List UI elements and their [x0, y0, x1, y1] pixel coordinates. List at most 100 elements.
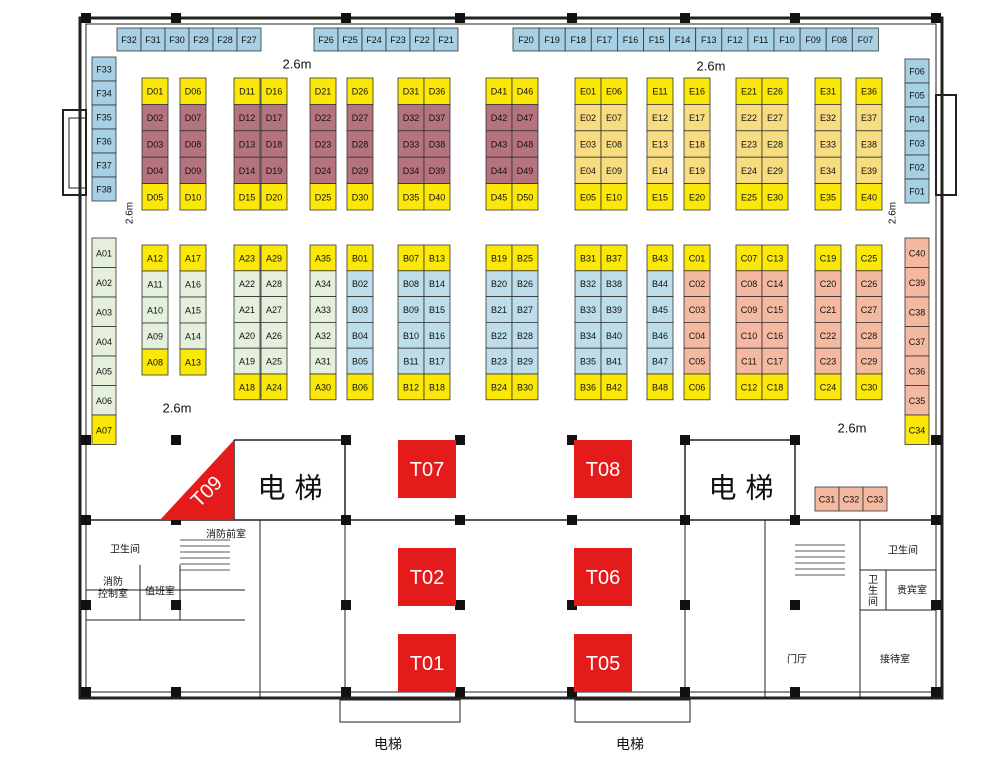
booth-c24[interactable]: C24 — [814, 373, 842, 401]
booth-a10[interactable]: A10 — [141, 296, 169, 324]
booth-c34[interactable]: C34 — [904, 414, 930, 445]
booth-c08[interactable]: C08 — [735, 270, 763, 297]
booth-b40[interactable]: B40 — [600, 321, 628, 349]
booth-c19[interactable]: C19 — [814, 244, 842, 272]
booth-c03[interactable]: C03 — [683, 296, 711, 323]
booth-a25[interactable]: A25 — [260, 347, 288, 375]
booth-b05[interactable]: B05 — [346, 347, 374, 375]
booth-f01[interactable]: F01 — [904, 178, 930, 204]
booth-d09[interactable]: D09 — [179, 156, 207, 184]
booth-f22[interactable]: F22 — [409, 27, 435, 52]
booth-b32[interactable]: B32 — [574, 270, 602, 297]
booth-c21[interactable]: C21 — [814, 296, 842, 323]
booth-f18[interactable]: F18 — [564, 27, 592, 52]
booth-f38[interactable]: F38 — [91, 176, 117, 202]
booth-e23[interactable]: E23 — [735, 130, 763, 158]
booth-a20[interactable]: A20 — [233, 321, 261, 349]
booth-b14[interactable]: B14 — [423, 270, 451, 297]
booth-a13[interactable]: A13 — [179, 348, 207, 376]
booth-e19[interactable]: E19 — [683, 156, 711, 184]
booth-b44[interactable]: B44 — [646, 270, 674, 297]
booth-c31[interactable]: C31 — [814, 486, 840, 512]
booth-e32[interactable]: E32 — [814, 104, 842, 132]
booth-d48[interactable]: D48 — [511, 130, 539, 158]
booth-e12[interactable]: E12 — [646, 104, 674, 132]
booth-c11[interactable]: C11 — [735, 347, 763, 375]
booth-f33[interactable]: F33 — [91, 56, 117, 82]
booth-e36[interactable]: E36 — [855, 77, 883, 105]
booth-d16[interactable]: D16 — [260, 77, 288, 105]
booth-d32[interactable]: D32 — [397, 104, 425, 132]
stand-t01[interactable]: T01 — [398, 634, 456, 692]
booth-c39[interactable]: C39 — [904, 267, 930, 298]
booth-b27[interactable]: B27 — [511, 296, 539, 323]
booth-d25[interactable]: D25 — [309, 183, 337, 211]
stand-t08[interactable]: T08 — [574, 440, 632, 498]
booth-d47[interactable]: D47 — [511, 104, 539, 132]
booth-b43[interactable]: B43 — [646, 244, 674, 272]
booth-f06[interactable]: F06 — [904, 58, 930, 84]
booth-f07[interactable]: F07 — [851, 27, 879, 52]
booth-b28[interactable]: B28 — [511, 321, 539, 349]
booth-d28[interactable]: D28 — [346, 130, 374, 158]
booth-f04[interactable]: F04 — [904, 106, 930, 132]
booth-f13[interactable]: F13 — [695, 27, 723, 52]
booth-e34[interactable]: E34 — [814, 156, 842, 184]
booth-a31[interactable]: A31 — [309, 347, 337, 375]
booth-a08[interactable]: A08 — [141, 348, 169, 376]
booth-c40[interactable]: C40 — [904, 237, 930, 268]
booth-a11[interactable]: A11 — [141, 270, 169, 298]
booth-c10[interactable]: C10 — [735, 321, 763, 349]
booth-b46[interactable]: B46 — [646, 321, 674, 349]
booth-b04[interactable]: B04 — [346, 321, 374, 349]
booth-d18[interactable]: D18 — [260, 130, 288, 158]
booth-d34[interactable]: D34 — [397, 156, 425, 184]
booth-c15[interactable]: C15 — [761, 296, 789, 323]
booth-d15[interactable]: D15 — [233, 183, 261, 211]
booth-d45[interactable]: D45 — [485, 183, 513, 211]
booth-f28[interactable]: F28 — [212, 27, 238, 52]
stand-t06[interactable]: T06 — [574, 548, 632, 606]
booth-d38[interactable]: D38 — [423, 130, 451, 158]
booth-b39[interactable]: B39 — [600, 296, 628, 323]
booth-d30[interactable]: D30 — [346, 183, 374, 211]
booth-c13[interactable]: C13 — [761, 244, 789, 272]
booth-c07[interactable]: C07 — [735, 244, 763, 272]
booth-b01[interactable]: B01 — [346, 244, 374, 272]
booth-e17[interactable]: E17 — [683, 104, 711, 132]
booth-e11[interactable]: E11 — [646, 77, 674, 105]
booth-a35[interactable]: A35 — [309, 244, 337, 272]
booth-c29[interactable]: C29 — [855, 347, 883, 375]
booth-e33[interactable]: E33 — [814, 130, 842, 158]
booth-b47[interactable]: B47 — [646, 347, 674, 375]
booth-b29[interactable]: B29 — [511, 347, 539, 375]
booth-a03[interactable]: A03 — [91, 296, 117, 327]
booth-d24[interactable]: D24 — [309, 156, 337, 184]
booth-b20[interactable]: B20 — [485, 270, 513, 297]
booth-e27[interactable]: E27 — [761, 104, 789, 132]
booth-c05[interactable]: C05 — [683, 347, 711, 375]
stand-t09[interactable]: T09 — [160, 440, 234, 520]
booth-a02[interactable]: A02 — [91, 267, 117, 298]
booth-f25[interactable]: F25 — [337, 27, 363, 52]
booth-e25[interactable]: E25 — [735, 183, 763, 211]
booth-f11[interactable]: F11 — [747, 27, 775, 52]
booth-f21[interactable]: F21 — [433, 27, 459, 52]
booth-f35[interactable]: F35 — [91, 104, 117, 130]
booth-e01[interactable]: E01 — [574, 77, 602, 105]
booth-e15[interactable]: E15 — [646, 183, 674, 211]
booth-c35[interactable]: C35 — [904, 385, 930, 416]
booth-b11[interactable]: B11 — [397, 347, 425, 375]
stand-t07[interactable]: T07 — [398, 440, 456, 498]
booth-c12[interactable]: C12 — [735, 373, 763, 401]
booth-b12[interactable]: B12 — [397, 373, 425, 401]
stand-t05[interactable]: T05 — [574, 634, 632, 692]
booth-b19[interactable]: B19 — [485, 244, 513, 272]
booth-b15[interactable]: B15 — [423, 296, 451, 323]
booth-e35[interactable]: E35 — [814, 183, 842, 211]
booth-e30[interactable]: E30 — [761, 183, 789, 211]
booth-f27[interactable]: F27 — [236, 27, 262, 52]
booth-e04[interactable]: E04 — [574, 156, 602, 184]
booth-e10[interactable]: E10 — [600, 183, 628, 211]
booth-b24[interactable]: B24 — [485, 373, 513, 401]
